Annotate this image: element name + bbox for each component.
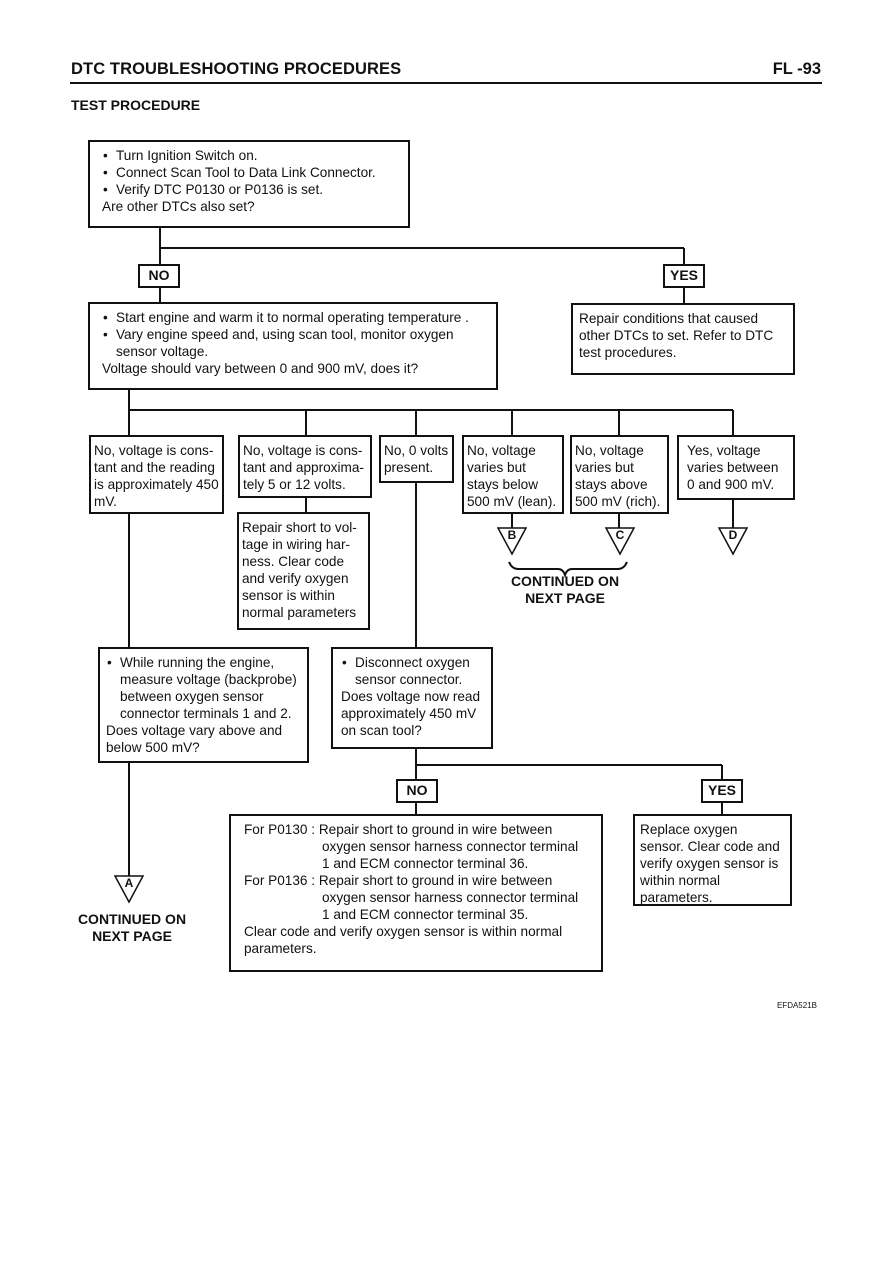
figure-id: EFDA521B — [776, 1001, 817, 1010]
p0130-line-2: oxygen sensor harness connector terminal — [322, 839, 579, 854]
page-number: FL -93 — [772, 60, 821, 78]
connector-d-label: D — [728, 528, 738, 542]
p0136-line-1: Repair short to ground in wire between — [318, 873, 553, 888]
continued-note-a: CONTINUED ON NEXT PAGE — [62, 911, 202, 945]
backprobe-box: While running the engine, measure voltag… — [98, 647, 309, 763]
no-tag: NO — [138, 264, 180, 288]
start-step-1: Turn Ignition Switch on. — [102, 147, 402, 164]
section-title: TEST PROCEDURE — [71, 97, 201, 113]
continued-line-2: NEXT PAGE — [525, 590, 605, 606]
continued-line-1: CONTINUED ON — [510, 573, 620, 589]
continued-line-1: CONTINUED ON — [77, 911, 187, 927]
connector-b-label: B — [507, 528, 517, 542]
branch-lean: No, voltage varies but stays below 500 m… — [462, 435, 564, 514]
start-box: Turn Ignition Switch on. Connect Scan To… — [88, 140, 410, 228]
start-step-2: Connect Scan Tool to Data Link Connector… — [102, 164, 402, 181]
warm-step-2: Vary engine speed and, using scan tool, … — [102, 326, 490, 360]
disconnect-box: Disconnect oxygen sensor connector. Does… — [331, 647, 493, 749]
p0136-line-3: 1 and ECM connector terminal 35. — [322, 907, 529, 922]
p0130-line-3: 1 and ECM connector terminal 36. — [322, 856, 529, 871]
connector-c-label: C — [615, 528, 625, 542]
disconnect-step: Disconnect oxygen sensor connector. — [341, 654, 485, 688]
backprobe-step: While running the engine, measure voltag… — [106, 654, 301, 722]
continued-note-bc: CONTINUED ON NEXT PAGE — [495, 573, 635, 607]
yes-tag-2: YES — [701, 779, 743, 803]
no-tag-2: NO — [396, 779, 438, 803]
branch-varies-ok: Yes, voltage varies between 0 and 900 mV… — [677, 435, 795, 500]
repair-short-voltage-box: Repair short to vol-tage in wiring har-n… — [237, 512, 370, 630]
warm-engine-box: Start engine and warm it to normal opera… — [88, 302, 498, 390]
replace-sensor-box: Replace oxygen sensor. Clear code and ve… — [633, 814, 792, 906]
connector-a-icon — [114, 875, 144, 904]
branch-rich: No, voltage varies but stays above 500 m… — [570, 435, 669, 514]
connector-a-label: A — [124, 876, 134, 890]
disconnect-question: Does voltage now read approximately 450 … — [341, 689, 481, 738]
branch-constant-450mv: No, voltage is cons-tant and the reading… — [89, 435, 224, 514]
header-rule — [70, 82, 822, 84]
p0130-label: For P0130 : — [244, 822, 316, 837]
p0136-line-2: oxygen sensor harness connector terminal — [322, 890, 579, 905]
warm-step-1: Start engine and warm it to normal opera… — [102, 309, 490, 326]
branch-0-volts: No, 0 volts present. — [379, 435, 454, 483]
connector-c-icon — [605, 527, 635, 556]
branch-constant-5-12v: No, voltage is cons-tant and approxima-t… — [238, 435, 372, 498]
yes-tag: YES — [663, 264, 705, 288]
warm-question: Voltage should vary between 0 and 900 mV… — [102, 361, 419, 376]
repair-ground-footer: Clear code and verify oxygen sensor is w… — [244, 924, 563, 956]
continued-line-2: NEXT PAGE — [92, 928, 172, 944]
connector-d-icon — [718, 527, 748, 556]
p0136-label: For P0136 : — [244, 873, 316, 888]
connector-b-icon — [497, 527, 527, 556]
start-step-3: Verify DTC P0130 or P0136 is set. — [102, 181, 402, 198]
page-title: DTC TROUBLESHOOTING PROCEDURES — [71, 60, 402, 78]
repair-other-dtcs-box: Repair conditions that caused other DTCs… — [571, 303, 795, 375]
start-question: Are other DTCs also set? — [102, 199, 255, 214]
repair-short-ground-box: For P0130 : Repair short to ground in wi… — [229, 814, 603, 972]
backprobe-question: Does voltage vary above and below 500 mV… — [106, 723, 283, 755]
p0130-line-1: Repair short to ground in wire between — [318, 822, 553, 837]
